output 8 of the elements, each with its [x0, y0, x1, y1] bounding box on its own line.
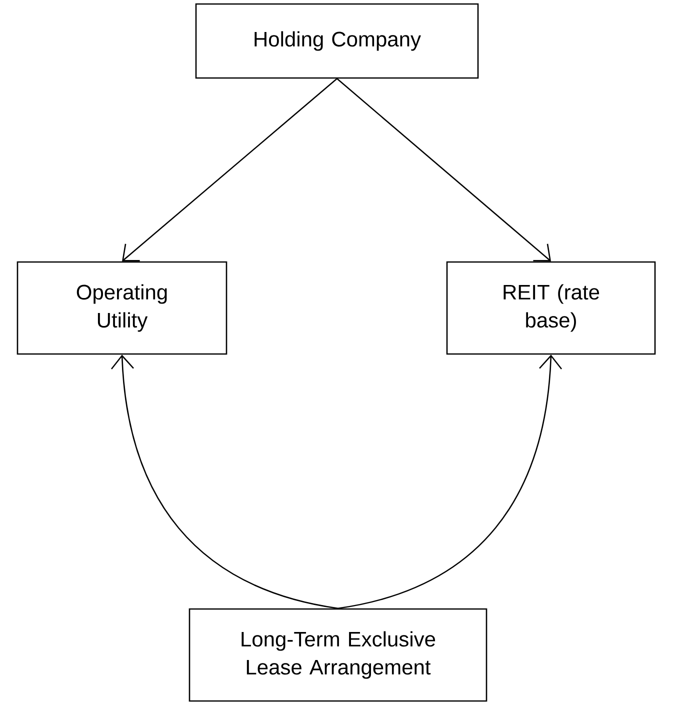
process-box: REIT (rate base): [446, 261, 656, 355]
process-box: Operating Utility: [16, 261, 228, 355]
process-box: Long-Term Exclusive Lease Arrangement: [188, 608, 488, 702]
arrow: [336, 78, 551, 262]
arrow: [122, 78, 338, 262]
process-box: Holding Company: [195, 3, 479, 79]
arrow: [338, 354, 562, 609]
arrow: [110, 354, 338, 609]
